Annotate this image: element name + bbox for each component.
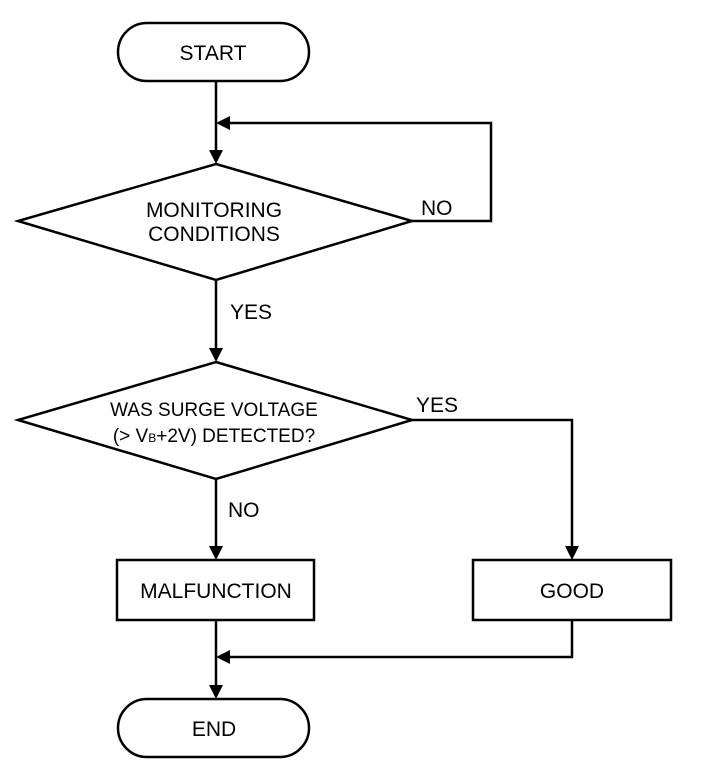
surge-no-label: NO [228, 499, 260, 522]
surge-line2-prefix: (> V [113, 426, 149, 447]
arrowhead-merge [216, 650, 230, 664]
connector-no-loop [230, 121, 493, 223]
arrowhead-good-top [565, 546, 579, 560]
arrowhead-surge-top [209, 348, 223, 362]
end-label: END [192, 718, 236, 741]
malfunction-box [115, 558, 316, 622]
surge-line2-suffix: +2V) DETECTED? [156, 426, 315, 447]
monitoring-line1: MONITORING [146, 199, 282, 222]
surge-line2-subscript: B [148, 431, 156, 445]
connector-surge-yes-to-good [412, 418, 574, 546]
start-label: START [180, 42, 247, 65]
arrowhead-end-top [209, 685, 223, 699]
surge-yes-label: YES [416, 394, 458, 417]
surge-line1: WAS SURGE VOLTAGE [110, 400, 318, 421]
monitoring-decision [13, 162, 417, 282]
malfunction-label: MALFUNCTION [140, 580, 292, 603]
good-label: GOOD [540, 580, 604, 603]
monitoring-no-label: NO [421, 197, 453, 220]
monitoring-line2: CONDITIONS [148, 223, 280, 246]
surge-line2: (> VB+2V) DETECTED? [113, 426, 315, 447]
monitoring-yes-label: YES [230, 301, 272, 324]
arrowhead-loop-return [216, 116, 230, 130]
arrowhead-malfunction-top [209, 546, 223, 560]
connector-good-to-merge [230, 620, 574, 659]
arrowhead-monitoring-top [209, 150, 223, 164]
end-terminal [116, 697, 311, 759]
start-terminal [116, 21, 311, 83]
